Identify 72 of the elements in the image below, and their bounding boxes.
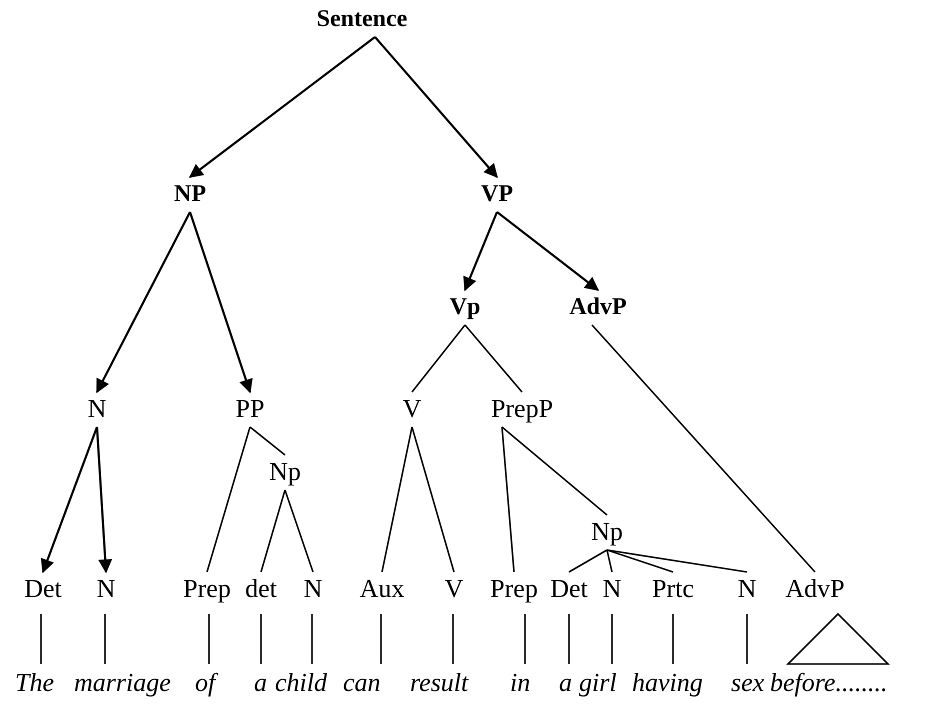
leaf-line [452,614,454,664]
leaf-line [260,614,262,664]
word-label: sex [731,668,764,698]
word-label: can [343,668,381,698]
branch-arrow [463,212,498,292]
branch-arrow [188,212,253,394]
triangle-shape [787,613,889,665]
branch-line [606,549,748,573]
word-label: marriage [74,668,171,698]
branch-arrow [374,36,498,178]
phrase-label: Vp [450,292,480,322]
leaf-line [208,614,210,664]
branch-line [568,549,608,573]
branch-line [591,324,816,573]
category-label: Prtc [652,574,694,604]
word-label: in [510,668,530,698]
branch-line [501,426,515,572]
word-label: The [15,668,54,698]
word-label: a [559,668,572,698]
branch-arrow [496,211,600,291]
category-label: Det [550,574,588,604]
branch-line [284,490,314,572]
category-label: Prep [490,574,538,604]
category-label: N [88,394,106,424]
leaf-line [104,614,106,664]
category-label: PP [236,394,264,424]
category-label: Np [269,457,301,487]
word-label: a [254,668,267,698]
category-label: AdvP [785,574,845,604]
word-label: girl [579,668,617,698]
branch-line [411,324,466,392]
leaf-line [311,614,313,664]
leaf-line [524,614,526,664]
category-label: V [402,394,422,424]
leaf-line [611,614,613,664]
category-label: Prep [183,574,231,604]
category-label: PrepP [490,394,554,424]
branch-arrow [96,426,112,574]
branch-line [260,490,286,572]
category-label: N [304,574,322,604]
phrase-label: Sentence [316,4,408,34]
branch-line [411,426,455,572]
branch-line [606,549,674,573]
category-label: Aux [360,574,404,604]
branch-line [206,426,251,572]
branch-line [250,426,286,456]
phrase-label: AdvP [569,292,627,322]
word-label: child [275,668,327,698]
category-label: N [96,574,116,604]
word-label: having [632,668,703,698]
branch-line [464,324,523,393]
word-label: before........ [770,668,888,698]
branch-arrow [188,36,376,178]
leaf-line [40,614,42,664]
branch-arrow [40,426,98,574]
category-label: V [444,574,464,604]
phrase-label: VP [481,179,513,209]
category-label: Np [591,517,623,547]
leaf-line [568,614,570,664]
category-label: N [602,574,622,604]
word-label: result [410,668,468,698]
leaf-line [672,614,674,664]
category-label: N [738,574,756,604]
leaf-line [746,614,748,664]
phrase-label: NP [174,179,206,209]
category-label: det [245,574,277,604]
branch-arrow [96,212,191,394]
branch-line [606,550,613,572]
branch-line [381,426,413,572]
branch-line [501,426,608,516]
category-label: Det [24,574,62,604]
leaf-line [380,614,382,664]
